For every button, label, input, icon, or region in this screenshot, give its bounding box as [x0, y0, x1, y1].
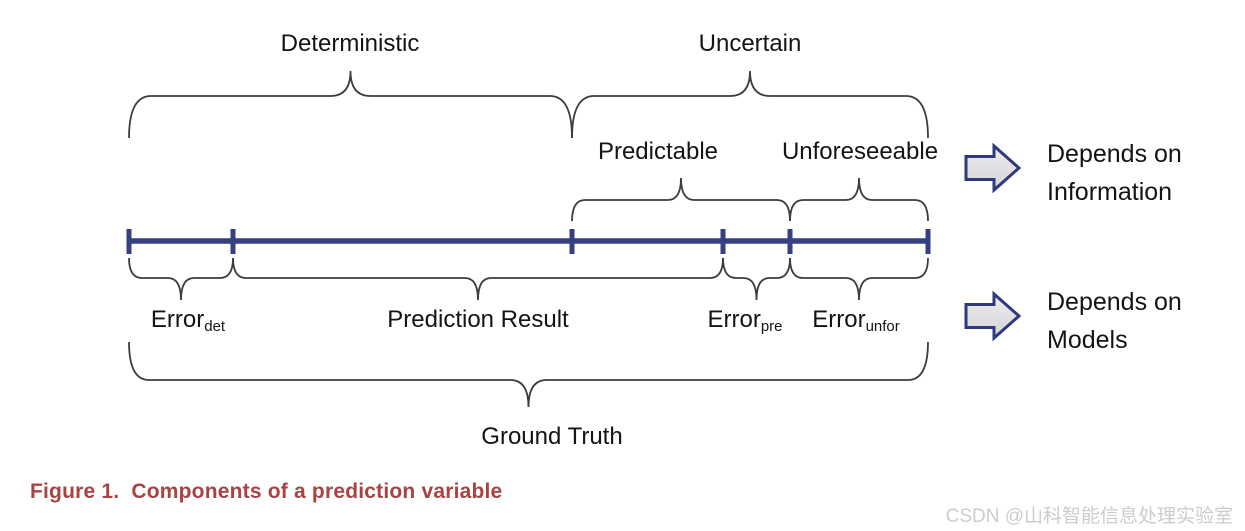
label-error-det: Errordet — [150, 306, 226, 336]
callout-depends-information: Depends on Information — [1047, 135, 1182, 211]
block-arrow-icon — [964, 142, 1022, 194]
label-unforeseeable: Unforeseeable — [781, 138, 939, 165]
label-deterministic: Deterministic — [280, 30, 420, 57]
callout-depends-models: Depends on Models — [1047, 283, 1182, 359]
label-error-unfor: Errorunfor — [812, 306, 900, 336]
mid-braces — [571, 177, 929, 222]
callout-line: Information — [1047, 178, 1173, 206]
label-predictable: Predictable — [597, 138, 719, 165]
top-braces — [128, 70, 929, 139]
block-arrow-icon — [964, 290, 1022, 342]
ground-truth-brace — [128, 341, 929, 408]
callout-line: Models — [1047, 326, 1128, 354]
label-uncertain: Uncertain — [698, 30, 802, 57]
brace-ground-truth — [128, 341, 929, 408]
brace-unforeseeable — [789, 177, 929, 222]
brace-error-unfor — [789, 257, 929, 301]
brace-deterministic — [128, 70, 573, 139]
brace-predictable — [571, 177, 791, 222]
bottom-braces — [128, 257, 929, 301]
axis-line — [126, 229, 931, 254]
callout-line: Depends on — [1047, 288, 1182, 316]
figure-caption: Figure 1. Components of a prediction var… — [30, 480, 503, 503]
label-ground-truth: Ground Truth — [481, 423, 623, 450]
brace-error-pre — [722, 257, 791, 301]
brace-error-det — [128, 257, 234, 301]
label-prediction-result: Prediction Result — [387, 306, 569, 333]
watermark-text: CSDN @山科智能信息处理实验室 — [945, 506, 1233, 527]
brace-prediction-result- — [232, 257, 724, 301]
callout-line: Depends on — [1047, 140, 1182, 168]
brace-uncertain — [571, 70, 929, 139]
label-error-pre: Errorpre — [707, 306, 783, 336]
